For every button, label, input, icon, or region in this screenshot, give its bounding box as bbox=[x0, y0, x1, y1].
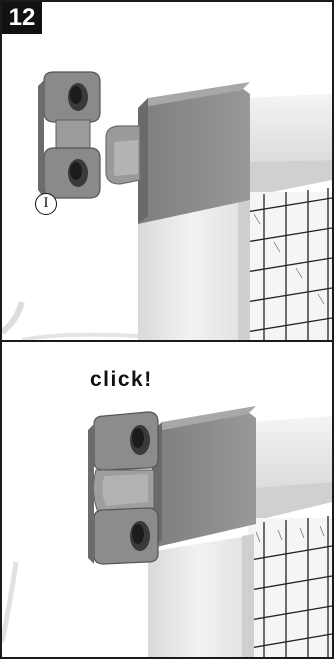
post-cap bbox=[138, 82, 250, 224]
background-curve bbox=[2, 302, 22, 332]
after-illustration bbox=[2, 342, 332, 657]
connector-bracket-attached bbox=[88, 412, 158, 564]
step-panel-after: click! bbox=[0, 340, 334, 659]
click-caption: click! bbox=[90, 368, 153, 392]
gate-post bbox=[138, 200, 250, 340]
step-panel-before: 12 I bbox=[0, 0, 334, 342]
gate-mesh bbox=[244, 188, 332, 340]
cap-hook bbox=[106, 126, 140, 184]
background-curve bbox=[2, 562, 16, 642]
step-number-badge: 12 bbox=[2, 2, 42, 34]
gate-top-rail bbox=[250, 416, 332, 522]
post-cap bbox=[152, 406, 256, 548]
before-illustration bbox=[2, 2, 332, 340]
connector-bracket bbox=[38, 72, 100, 198]
part-marker-label: I bbox=[35, 193, 57, 215]
gate-top-rail bbox=[242, 94, 332, 198]
gate-mesh bbox=[248, 516, 332, 657]
gate-post bbox=[148, 534, 254, 657]
